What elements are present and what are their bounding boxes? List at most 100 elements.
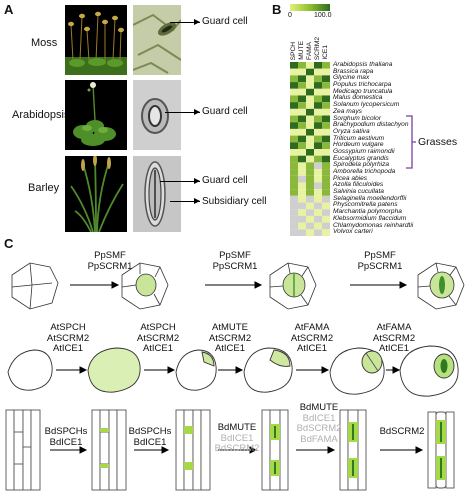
arabidopsis-guard-cell-label: Guard cell	[202, 106, 248, 117]
heatmap-cell	[298, 128, 306, 136]
heatmap-cell	[290, 175, 298, 183]
grass-step-4-line-4: BdFAMA	[300, 433, 338, 445]
heatmap-cell	[290, 68, 298, 76]
heatmap-cell	[290, 229, 298, 236]
heatmap-cell	[322, 82, 330, 89]
species-label-arabidopsis: Arabidopsis	[12, 109, 70, 121]
heatmap-cell	[290, 122, 298, 129]
heatmap-cell	[306, 88, 314, 96]
arabidopsis-guard-cell-micrograph	[133, 80, 181, 150]
species-label-barley: Barley	[28, 182, 60, 194]
heatmap-cell	[322, 62, 330, 69]
grass-development-row	[5, 409, 455, 491]
heatmap-cell	[290, 195, 298, 203]
color-scale-bar	[290, 4, 330, 11]
heatmap-cell	[322, 162, 330, 170]
heatmap-cell	[314, 149, 322, 156]
moss-guard-arrow-line	[170, 22, 200, 23]
grass-step-3-line-2: BdICE1	[220, 432, 254, 444]
grass-step-2-label: BdSPCHs BdICE1	[126, 426, 174, 448]
moss-guard-cell-label: Guard cell	[202, 16, 248, 27]
grass-step-5-label: BdSCRM2	[376, 426, 428, 438]
grass-step-3-line-1: BdMUTE	[217, 422, 257, 433]
heatmap-cell	[322, 182, 330, 190]
heatmap-cell	[298, 182, 306, 190]
heatmap-cell	[306, 149, 314, 156]
heatmap-cell	[314, 62, 322, 69]
heatmap-cell	[298, 95, 306, 103]
heatmap-cell	[290, 209, 298, 216]
heatmap-cell	[298, 108, 306, 116]
heatmap-cell	[298, 102, 306, 109]
heatmap-cell	[322, 88, 330, 96]
heatmap-cell	[322, 135, 330, 143]
heatmap-cell	[322, 229, 330, 236]
heatmap-cell	[314, 108, 322, 116]
heatmap-cell	[290, 108, 298, 116]
heatmap-cell	[306, 135, 314, 143]
grass-step-5-line-1: BdSCRM2	[379, 426, 425, 437]
heatmap-species-label: Brassica rapa	[333, 67, 374, 75]
arab-step-5-line-2: AtSCRM2	[372, 332, 416, 344]
arab-step-5-label: AtFAMA AtSCRM2 AtICE1	[366, 322, 422, 355]
heatmap-cell	[314, 68, 322, 76]
arab-guard-arrow-line	[165, 112, 200, 113]
heatmap-species-label: Brachypodium distachyon	[333, 121, 409, 129]
heatmap-cell	[322, 122, 330, 129]
heatmap-cell	[306, 115, 314, 123]
heatmap-cell	[298, 62, 306, 69]
heatmap-cell	[298, 68, 306, 76]
heatmap-species-label: Populus trichocarpa	[333, 81, 392, 89]
heatmap-cell	[314, 82, 322, 89]
heatmap-col-mute: MUTE	[298, 41, 305, 60]
color-scale-max: 100.0	[314, 12, 332, 19]
arab-step-3-line-1: AtMUTE	[212, 322, 248, 333]
heatmap-cell	[290, 215, 298, 223]
heatmap-species-label: Selaginella moellendorffii	[333, 194, 407, 202]
heatmap-cell	[314, 115, 322, 123]
arab-step-4-line-1: AtFAMA	[294, 322, 330, 333]
arab-step-2-label: AtSPCH AtSCRM2 AtICE1	[130, 322, 186, 355]
species-label-moss: Moss	[31, 37, 58, 49]
heatmap-cell	[314, 75, 322, 83]
arab-step-1-line-2: AtSCRM2	[46, 332, 90, 344]
barley-guard-cell-micrograph	[133, 156, 181, 232]
moss-step-2-line-1: PpSMF	[219, 250, 251, 261]
heatmap-cell	[306, 195, 314, 203]
heatmap-cell	[290, 82, 298, 89]
heatmap-col-scrm2: SCRM2	[314, 36, 321, 60]
heatmap-cell	[306, 175, 314, 183]
grass-step-3-label: BdMUTE BdICE1 BdSCRM2	[212, 422, 262, 455]
heatmap-cell	[306, 122, 314, 129]
moss-stage-4	[417, 262, 465, 310]
heatmap-cell	[290, 102, 298, 109]
heatmap-species-label: Malus domestica	[333, 94, 383, 102]
panel-letter-a: A	[4, 2, 14, 17]
arab-step-5-line-3: AtICE1	[378, 343, 410, 355]
heatmap-cell	[322, 115, 330, 123]
heatmap-cell	[290, 162, 298, 170]
heatmap-species-label: Medicago truncatula	[333, 87, 393, 95]
arab-step-1-line-3: AtICE1	[52, 343, 84, 355]
heatmap-cell	[314, 135, 322, 143]
grass-step-2-line-2: BdICE1	[133, 436, 167, 448]
heatmap-cell	[314, 142, 322, 149]
heatmap-cell	[322, 95, 330, 103]
heatmap-cell	[298, 222, 306, 230]
heatmap-cell	[306, 229, 314, 236]
heatmap-cell	[314, 122, 322, 129]
heatmap-species-label: Chlamydomonas reinhardtii	[333, 221, 414, 229]
heatmap-species-label: Arabidopsis thaliana	[333, 61, 393, 68]
heatmap-cell	[306, 68, 314, 76]
grass-step-1-line-1: BdSPCHs	[44, 426, 88, 437]
heatmap-cell	[298, 175, 306, 183]
barley-guard-cell-label: Guard cell	[202, 175, 248, 186]
heatmap-cell	[290, 189, 298, 196]
heatmap-cell	[322, 102, 330, 109]
heatmap-cell	[322, 202, 330, 210]
heatmap-cell	[322, 189, 330, 196]
moss-step-2-label: PpSMF PpSCRM1	[205, 250, 265, 272]
moss-stage-3	[269, 262, 317, 310]
panel-letter-b: B	[272, 2, 282, 17]
heatmap-species-label: Azolla filiculoides	[333, 181, 384, 189]
